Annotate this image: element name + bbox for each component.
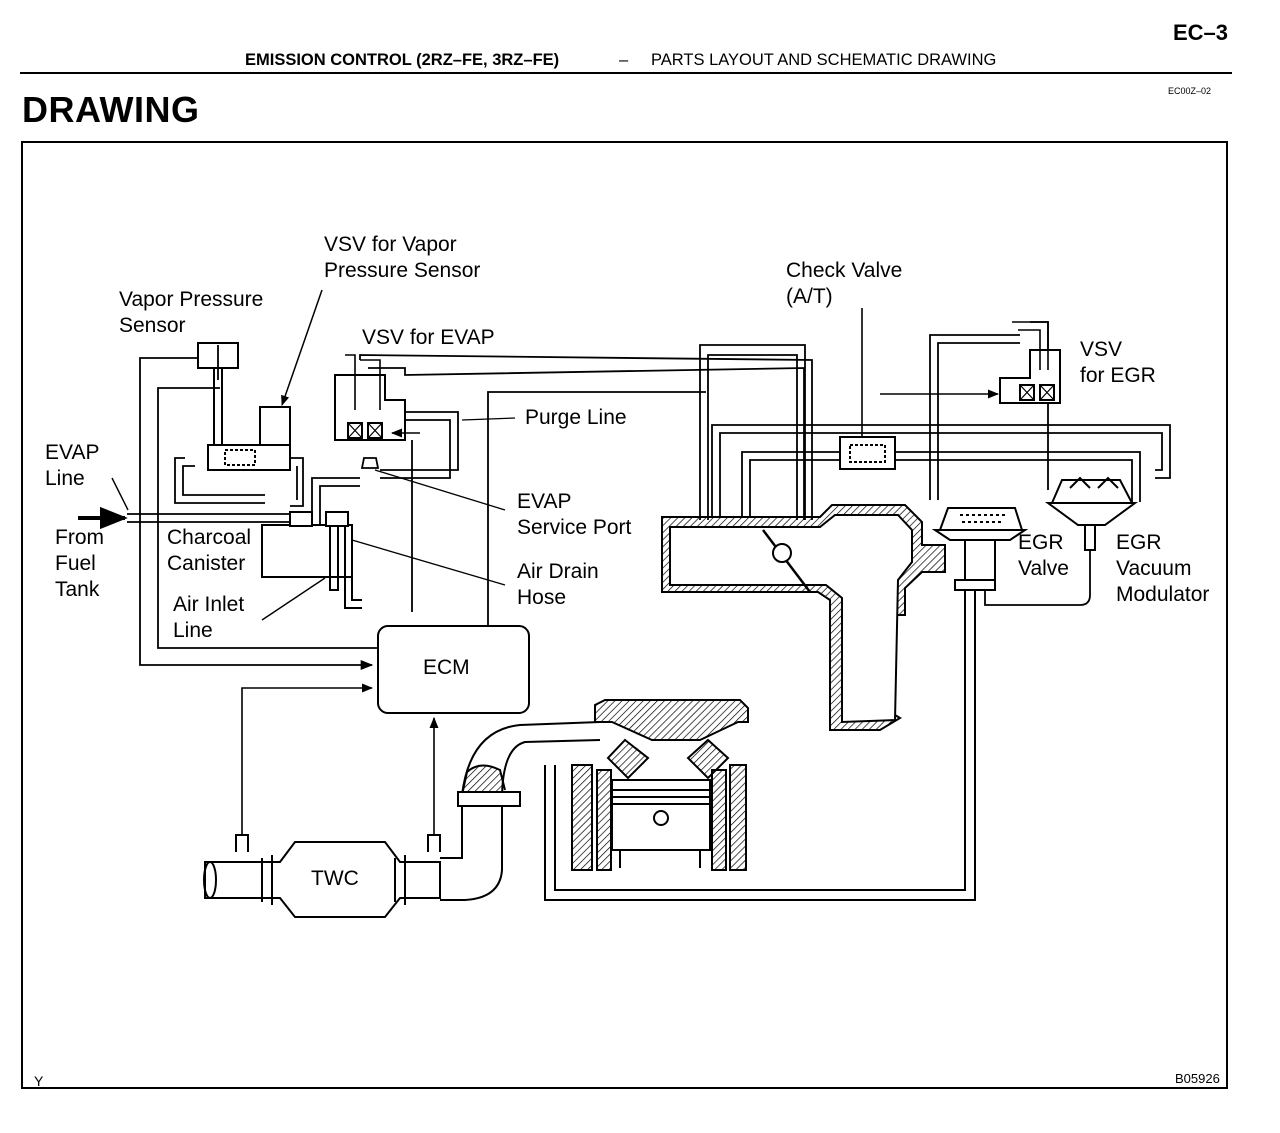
- label-line: Vacuum: [1116, 557, 1192, 580]
- page-number: EC–3: [1172, 20, 1228, 45]
- label-line: (A/T): [786, 285, 833, 308]
- egr-vacuum-hoses: [699, 321, 1171, 606]
- egr-vacuum-modulator: [1044, 476, 1139, 551]
- label-egr-valve: EGR Valve: [1018, 530, 1069, 582]
- label-vsv-egr: VSV for EGR: [1080, 337, 1156, 389]
- label-line: EGR: [1018, 531, 1064, 554]
- label-line: VSV: [1080, 338, 1123, 361]
- label-egr-vacuum-modulator: EGR Vacuum Modulator: [1116, 530, 1209, 608]
- label-line: Air Drain: [517, 560, 599, 583]
- label-line: EVAP: [517, 490, 572, 513]
- vsv-egr: [880, 321, 1061, 404]
- label-evap-service-port: EVAP Service Port: [517, 489, 631, 541]
- label-line: Check Valve: [786, 259, 903, 282]
- label-line: Hose: [517, 586, 567, 609]
- label-line: Service Port: [517, 516, 632, 539]
- label-line: Vapor Pressure: [119, 288, 264, 311]
- label-line: EGR: [1116, 531, 1162, 554]
- section-title: EMISSION CONTROL (2RZ–FE, 3RZ–FE): [245, 51, 560, 69]
- ecm-box: [377, 625, 530, 714]
- label-from-fuel-tank: From Fuel Tank: [55, 525, 104, 603]
- corner-mark: Y: [34, 1073, 44, 1089]
- label-line: Pressure Sensor: [324, 259, 481, 282]
- label-line: Charcoal: [167, 526, 252, 549]
- label-line: for EGR: [1080, 364, 1156, 387]
- charcoal-canister: [261, 511, 362, 621]
- label-line: Line: [173, 619, 213, 642]
- label-evap-line: EVAP Line: [45, 440, 99, 492]
- label-line: Valve: [1018, 557, 1069, 580]
- label-vapor-pressure-sensor: Vapor Pressure Sensor: [119, 287, 263, 339]
- intake-manifold: [661, 504, 946, 731]
- label-line: From: [55, 526, 104, 549]
- vsv-vapor-pressure-sensor: [207, 289, 323, 471]
- evap-line: [78, 477, 290, 530]
- figure-number: B05926: [1175, 1071, 1220, 1086]
- o2-sensor-wires: [241, 683, 439, 835]
- label-vsv-vapor-sensor: VSV for Vapor Pressure Sensor: [324, 232, 480, 284]
- section-separator: –: [619, 51, 629, 69]
- header-rule: [20, 72, 1232, 74]
- engine-cylinder: [571, 699, 749, 871]
- label-line: Sensor: [119, 314, 186, 337]
- vsv-evap: [334, 354, 813, 520]
- label-line: Canister: [167, 552, 246, 575]
- page-title: DRAWING: [22, 89, 200, 130]
- subsection-title: PARTS LAYOUT AND SCHEMATIC DRAWING: [651, 51, 997, 69]
- label-ecm: ECM: [423, 656, 470, 679]
- egr-valve: [931, 507, 1029, 591]
- purge-line: [311, 391, 706, 626]
- exhaust-pipe: [440, 721, 601, 901]
- label-line: Air Inlet: [173, 593, 245, 616]
- label-charcoal-canister: Charcoal Canister: [167, 525, 251, 577]
- label-air-drain-hose: Air Drain Hose: [517, 559, 599, 611]
- label-line: EVAP: [45, 441, 100, 464]
- label-line: Tank: [55, 578, 100, 601]
- label-check-valve: Check Valve (A/T): [786, 258, 902, 310]
- label-vsv-evap: VSV for EVAP: [362, 326, 495, 349]
- egr-pipe: [544, 590, 976, 901]
- doc-code: EC00Z–02: [1168, 86, 1212, 96]
- evap-hoses: [139, 345, 378, 671]
- label-purge-line: Purge Line: [525, 406, 627, 429]
- label-twc: TWC: [311, 867, 359, 890]
- label-air-inlet-line: Air Inlet Line: [173, 592, 244, 644]
- label-line: Modulator: [1116, 583, 1210, 606]
- label-line: Fuel: [55, 552, 96, 575]
- figure-frame: [21, 141, 1228, 1089]
- check-valve: [839, 308, 896, 470]
- label-line: Line: [45, 467, 85, 490]
- label-line: VSV for Vapor: [324, 233, 457, 256]
